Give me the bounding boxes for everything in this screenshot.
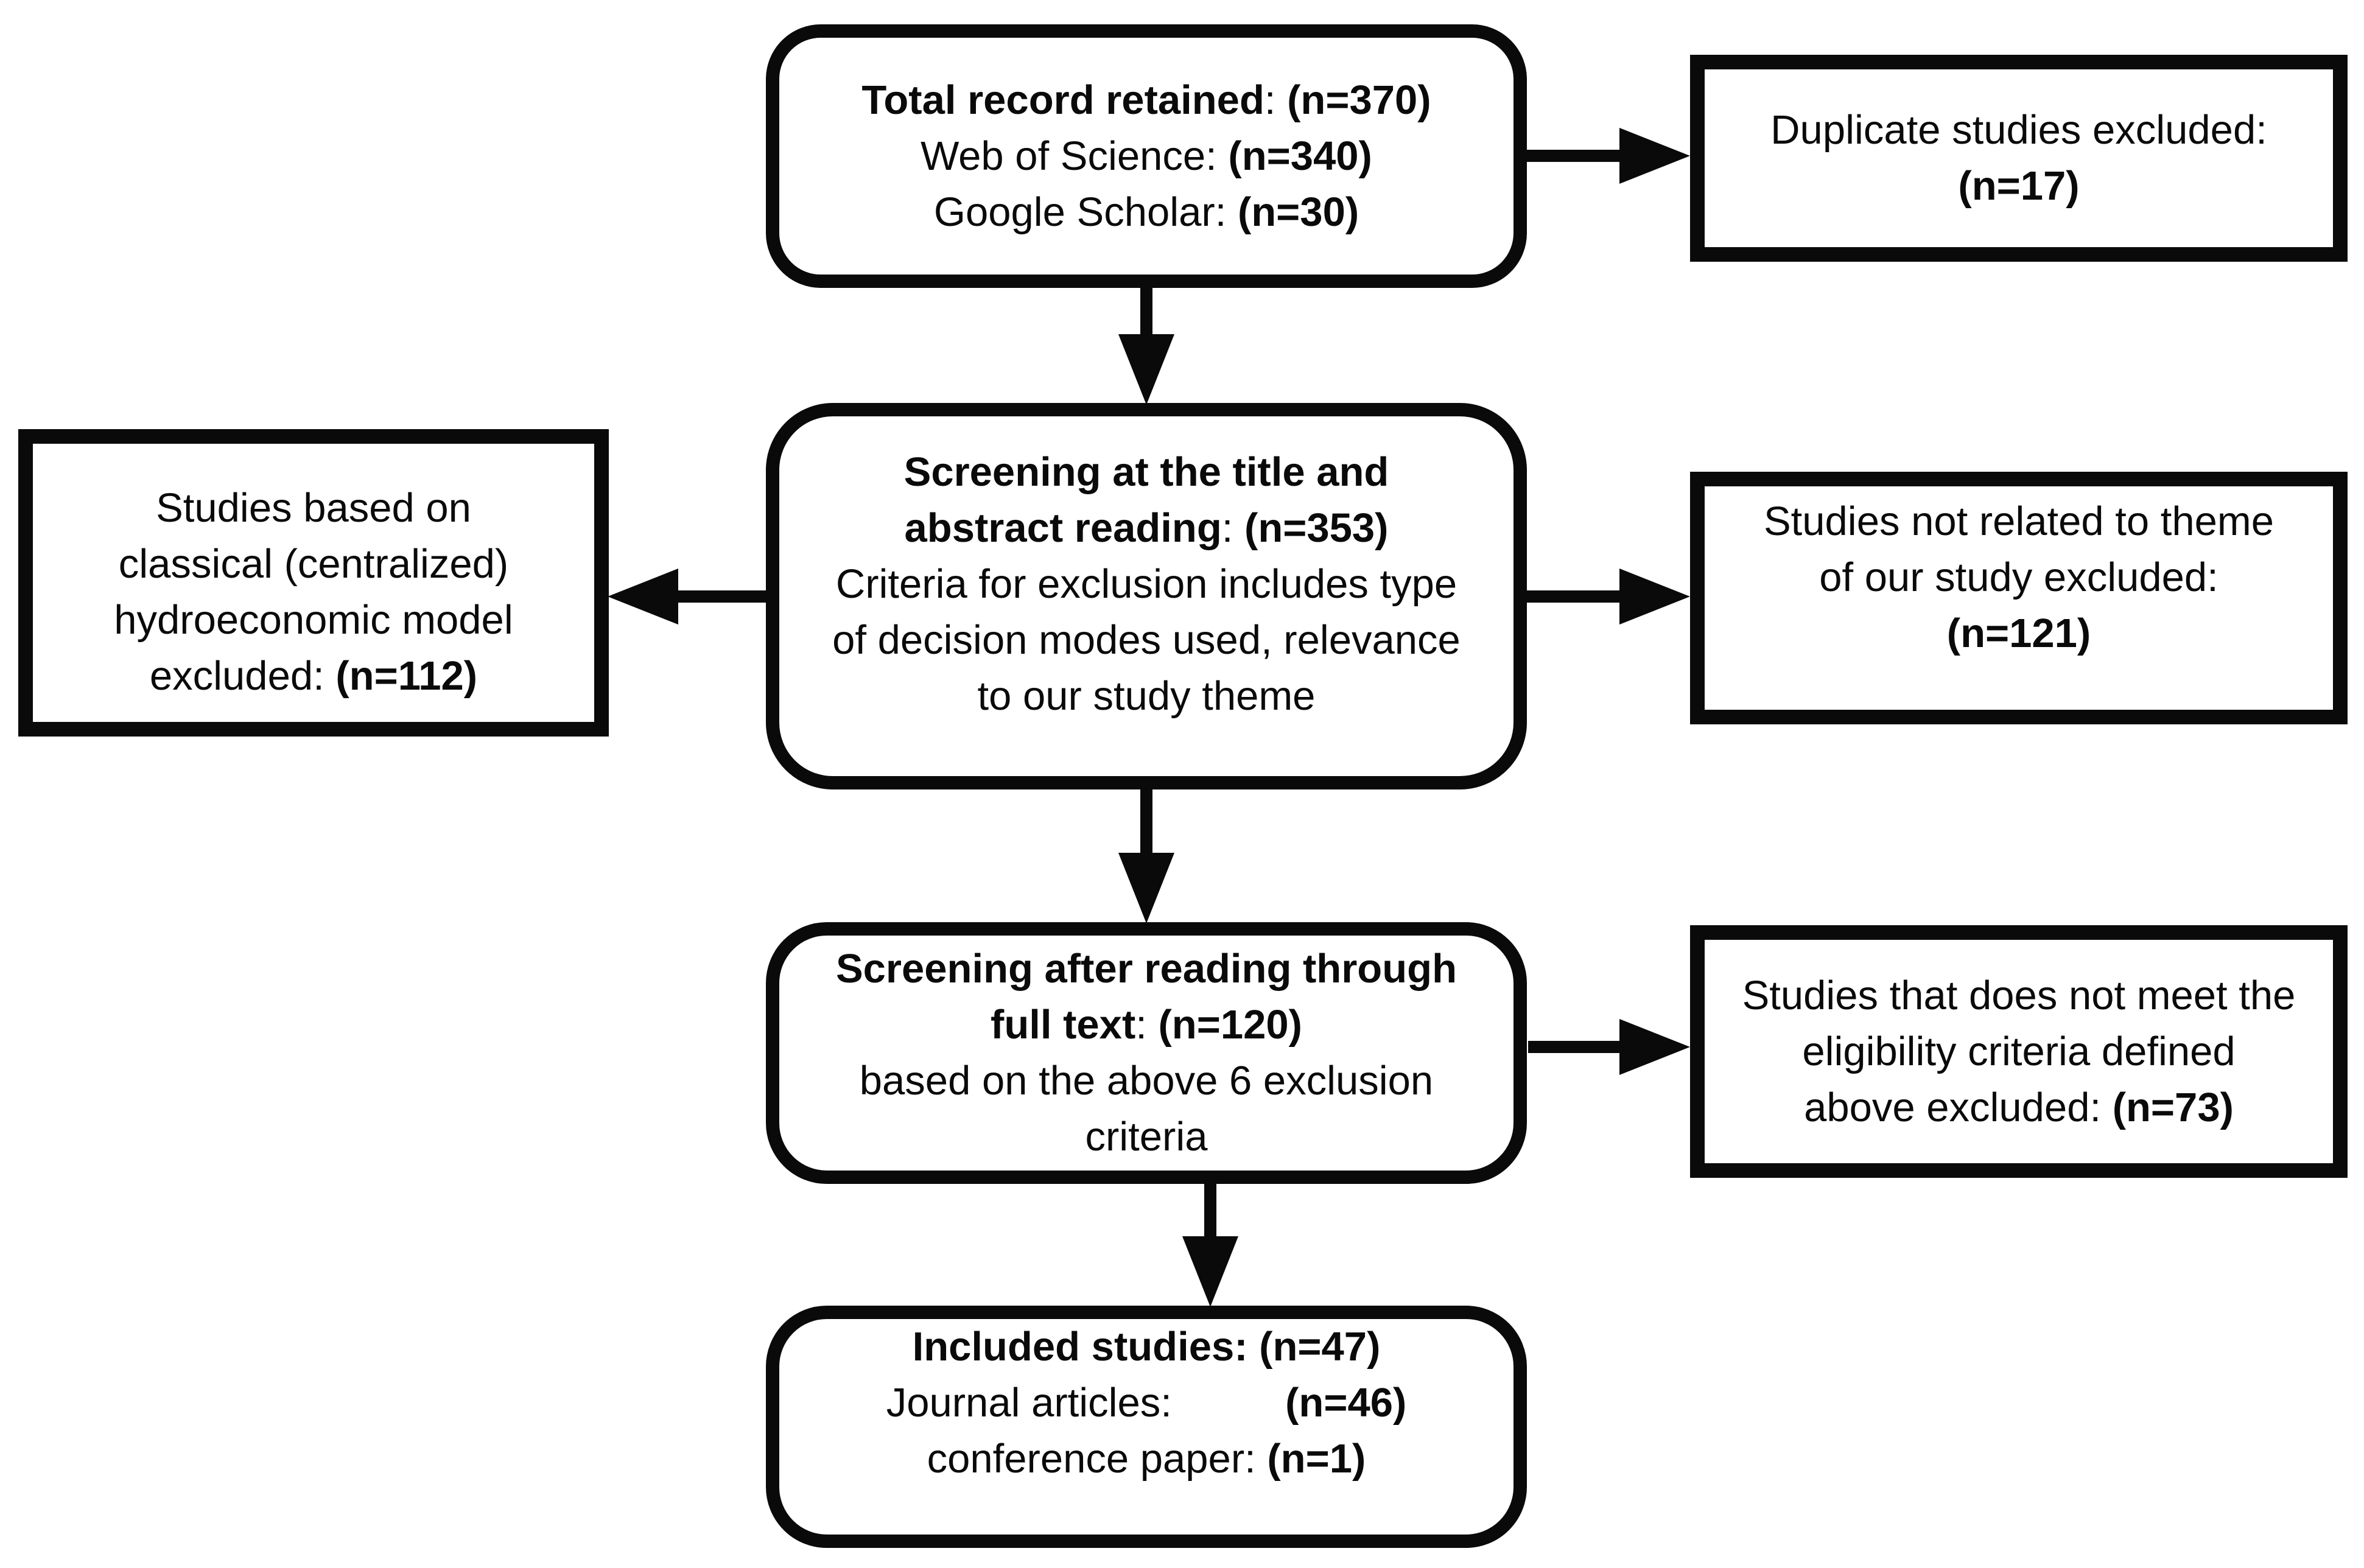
box-line: Screening at the title and [904, 444, 1389, 500]
text-segment: Duplicate studies excluded: [1770, 107, 2267, 153]
text-segment: : [1221, 505, 1245, 551]
arrow-stem [677, 590, 766, 603]
box-line: excluded: (n=112) [150, 648, 477, 704]
box-eligibility-excluded: Studies that does not meet the eligibili… [1690, 925, 2348, 1178]
box-title-abstract-screening: Screening at the title and abstract read… [766, 403, 1527, 789]
arrowhead-right-icon [1619, 128, 1690, 184]
text-segment: full text [991, 1002, 1136, 1048]
box-line: abstract reading: (n=353) [905, 500, 1389, 556]
text-segment: (n=370) [1287, 77, 1431, 123]
box-line: Total record retained: (n=370) [861, 72, 1431, 128]
text-segment: Studies based on [156, 485, 471, 531]
text-segment: to our study theme [977, 673, 1316, 719]
text-segment: Google Scholar: [933, 189, 1238, 235]
arrow-stem [1140, 287, 1152, 335]
box-line: Screening after reading through [836, 941, 1457, 997]
box-line: Studies based on [156, 480, 471, 536]
box-full-text-screening: Screening after reading through full tex… [766, 922, 1527, 1184]
box-total-records: Total record retained: (n=370) Web of Sc… [766, 24, 1527, 288]
arrow-stem [1526, 590, 1621, 603]
box-line: (n=17) [1958, 158, 2079, 214]
text-segment: criteria [1085, 1114, 1208, 1160]
box-line: (n=121) [1947, 606, 2091, 662]
text-segment: (n=73) [2112, 1084, 2234, 1130]
box-line: eligibility criteria defined [1802, 1024, 2235, 1080]
box-line: Duplicate studies excluded: [1770, 102, 2267, 158]
arrowhead-right-icon [1619, 1019, 1690, 1075]
arrowhead-down-icon [1182, 1236, 1238, 1307]
box-line: criteria [1085, 1109, 1207, 1165]
text-segment: : [1135, 1002, 1159, 1048]
box-line: Google Scholar: (n=30) [934, 184, 1359, 240]
arrow-stem [1528, 1041, 1621, 1053]
text-segment: Screening at the title and [903, 449, 1389, 495]
box-classical-model-excluded: Studies based on classical (centralized)… [18, 429, 609, 737]
box-line: Web of Science: (n=340) [921, 128, 1372, 184]
box-line: classical (centralized) [119, 536, 508, 592]
arrow-stem [1204, 1183, 1216, 1237]
text-segment: classical (centralized) [118, 541, 509, 587]
text-segment: Studies not related to theme [1763, 499, 2275, 544]
text-segment: Total record retained [861, 77, 1264, 123]
text-segment: (n=340) [1228, 133, 1372, 179]
text-segment: Included studies: (n=47) [912, 1324, 1381, 1370]
text-segment: hydroeconomic model [114, 597, 513, 643]
text-segment: Web of Science: [921, 133, 1229, 179]
box-line: Criteria for exclusion includes type [836, 556, 1457, 612]
text-segment: of our study excluded: [1819, 555, 2218, 600]
text-segment: (n=1) [1267, 1436, 1366, 1482]
box-line: Included studies: (n=47) [913, 1319, 1381, 1375]
arrowhead-right-icon [1619, 569, 1690, 625]
arrowhead-down-icon [1118, 334, 1174, 405]
box-line: based on the above 6 exclusion [860, 1053, 1433, 1109]
text-segment: (n=120) [1158, 1002, 1302, 1048]
text-segment: (n=112) [335, 653, 478, 699]
box-duplicates-excluded: Duplicate studies excluded: (n=17) [1690, 55, 2348, 262]
text-segment: (n=30) [1237, 189, 1359, 235]
text-segment: Journal articles: [886, 1380, 1172, 1426]
box-included-studies: Included studies: (n=47) Journal article… [766, 1306, 1527, 1548]
text-segment: conference paper: [927, 1436, 1268, 1482]
text-segment: (n=46) [1285, 1380, 1407, 1426]
arrowhead-down-icon [1118, 853, 1174, 923]
box-not-related-excluded: Studies not related to theme of our stud… [1690, 472, 2348, 724]
box-line: of decision modes used, relevance [832, 612, 1461, 668]
text-segment: of decision modes used, relevance [832, 617, 1461, 663]
box-line: above excluded: (n=73) [1804, 1080, 2234, 1136]
text-segment: Screening after reading through [835, 946, 1457, 992]
arrow-stem [1140, 788, 1152, 855]
box-line: of our study excluded: [1819, 550, 2218, 606]
box-line: Studies not related to theme [1764, 494, 2274, 550]
text-segment: abstract reading [904, 505, 1222, 551]
box-line: Studies that does not meet the [1742, 968, 2296, 1024]
text-segment [1172, 1380, 1285, 1426]
box-line: Journal articles: (n=46) [886, 1375, 1407, 1431]
text-segment: (n=353) [1244, 505, 1389, 551]
text-segment: Criteria for exclusion includes type [835, 561, 1457, 607]
box-line: conference paper: (n=1) [927, 1431, 1366, 1487]
arrowhead-left-icon [608, 569, 678, 625]
text-segment: eligibility criteria defined [1802, 1028, 2236, 1074]
box-line: hydroeconomic model [114, 592, 513, 648]
box-line: to our study theme [978, 668, 1316, 724]
arrow-stem [1526, 150, 1621, 162]
text-segment: Studies that does not meet the [1742, 972, 2296, 1018]
text-segment: (n=17) [1958, 163, 2080, 209]
box-line: full text: (n=120) [991, 997, 1302, 1053]
text-segment: excluded: [149, 653, 336, 699]
text-segment: (n=121) [1946, 611, 2091, 656]
text-segment: based on the above 6 exclusion [859, 1058, 1434, 1104]
text-segment: above excluded: [1804, 1084, 2113, 1130]
text-segment: : [1264, 77, 1288, 123]
